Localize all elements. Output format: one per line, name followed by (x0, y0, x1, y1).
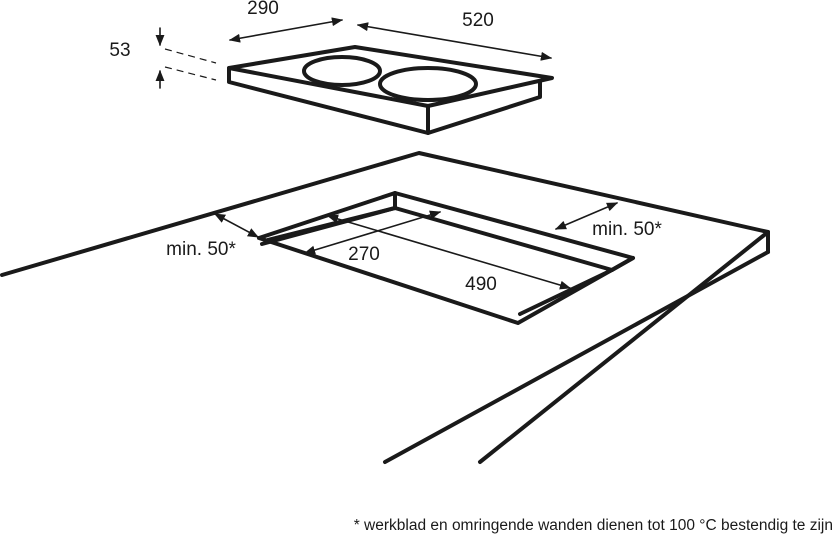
hob-top-outline (227, 45, 554, 108)
hob (227, 45, 554, 135)
cutout-width-label: 490 (465, 274, 497, 295)
hob-height-dimension: 53 (109, 27, 217, 89)
hob-depth-dimension: 290 (228, 0, 344, 43)
hob-depth-label: 290 (247, 0, 279, 19)
clearance-back-label: min. 50* (592, 219, 662, 240)
cutout-inner-front-line (518, 268, 614, 316)
cutout-depth-label: 270 (348, 244, 380, 265)
footnote: * werkblad en omringende wanden dienen t… (354, 517, 833, 534)
hob-width-dimension: 520 (356, 10, 553, 61)
clearance-back-dimension: min. 50* (554, 202, 662, 240)
cooking-zone-small (302, 55, 382, 87)
clearance-left-dimension: min. 50* (166, 213, 259, 260)
cutout-opening (257, 191, 635, 325)
cutout-width-dimension: 490 (326, 214, 572, 295)
countertop-front-thickness (383, 250, 770, 464)
hob-width-label: 520 (462, 10, 494, 31)
clearance-left-label: min. 50* (166, 239, 236, 260)
cutout-depth-dimension: 270 (303, 210, 442, 265)
countertop (0, 151, 770, 464)
cooking-zone-large (378, 66, 478, 102)
countertop-outline (0, 151, 770, 464)
hob-height-label: 53 (109, 40, 130, 61)
